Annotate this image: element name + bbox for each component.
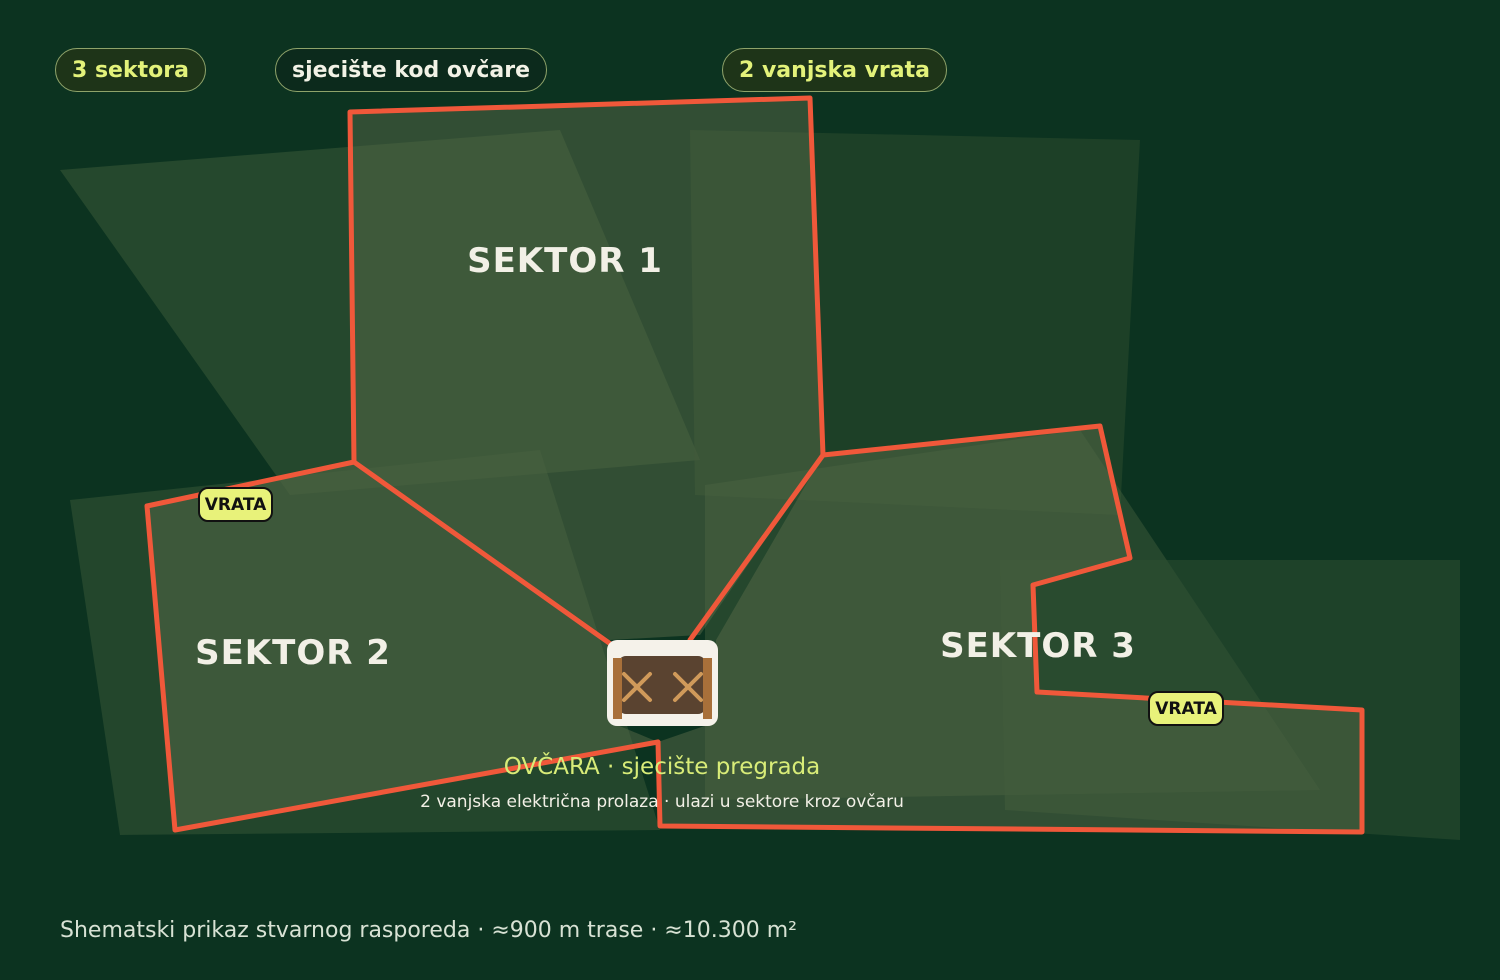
sector-1-label: SEKTOR 1: [467, 241, 663, 281]
junction-text: sjecište kod ovčare: [292, 57, 531, 83]
divider-1-3: [687, 452, 826, 643]
sector-1-area: [350, 98, 823, 640]
pen-subtitle: 2 vanjska električna prolaza · ulazi u s…: [420, 792, 904, 812]
gate-west[interactable]: VRATA: [198, 487, 273, 522]
sector-3-fence: [655, 423, 1365, 835]
sector-3-label: SEKTOR 3: [940, 626, 1136, 666]
junction-badge: sjecište kod ovčare: [275, 48, 548, 92]
sector-2-area: [147, 462, 658, 830]
divider-1-2: [351, 459, 615, 648]
pen-title: OVČARA · sjecište pregrada: [504, 752, 821, 780]
gate-west-label: VRATA: [205, 495, 267, 515]
gates-count-badge: 2 vanjska vrata: [722, 48, 947, 92]
footer-caption: Shematski prikaz stvarnog rasporeda · ≈9…: [60, 918, 797, 943]
sector-2-label: SEKTOR 2: [195, 633, 391, 673]
sector-2-fence: [144, 459, 661, 833]
sector-3-area: [658, 426, 1362, 832]
fence-lines: [144, 95, 1365, 835]
gate-east[interactable]: VRATA: [1148, 691, 1224, 726]
sector-count-badge: 3 sektora: [55, 48, 206, 92]
sector-1-fence: [347, 95, 826, 465]
gate-east-label: VRATA: [1155, 699, 1217, 719]
sheep-pen-icon[interactable]: [607, 640, 718, 726]
sector-fills: [147, 98, 1362, 832]
sector-count-text: 3 sektora: [72, 57, 189, 83]
gates-count-text: 2 vanjska vrata: [739, 57, 930, 83]
